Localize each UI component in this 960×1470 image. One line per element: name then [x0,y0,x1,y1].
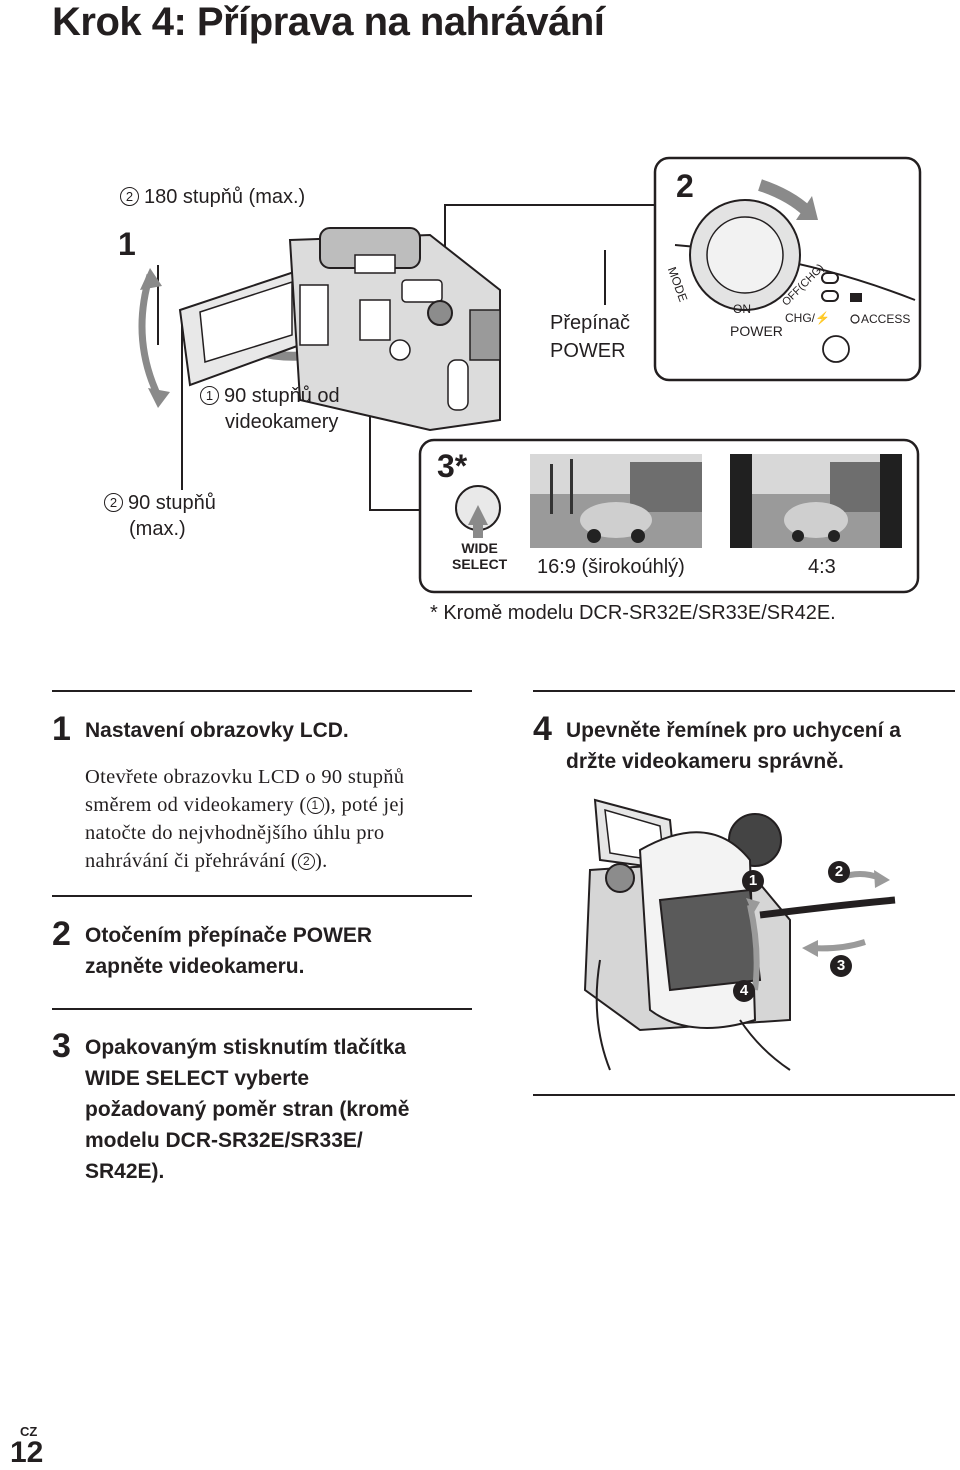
divider [52,1008,472,1010]
step-2-number: 2 [52,915,71,953]
step-4-title: Upevněte řemínek pro uchycení a držte vi… [566,715,901,777]
circled-2-icon: 2 [104,493,123,512]
wide-select-line2: SELECT [452,556,508,572]
step-1-body-line: natočte do nejvhodnějšího úhlu pro [85,822,385,844]
angle-90-max-line1: 90 stupňů [128,492,216,514]
step-4-title-line: Upevněte řemínek pro uchycení a [566,719,901,742]
page-title: Krok 4: Příprava na nahrávání [52,0,605,44]
step-2-title: Otočením přepínače POWER zapněte videoka… [85,920,372,982]
wide-select-line1: WIDE [461,540,498,556]
step-4-title-line: držte videokameru správně. [566,750,844,773]
step-1-body: Otevřete obrazovku LCD o 90 stupňů směre… [85,763,405,875]
step-4-number: 4 [533,710,552,748]
power-switch-label: Přepínač POWER [550,309,630,365]
step-3-number: 3 [52,1027,71,1065]
ratio-wide-label: 16:9 (širokoúhlý) [537,556,685,578]
hand-mark-1: 1 [742,870,764,892]
dial-access-text: ACCESS [861,312,911,326]
figure-step-3: 3* [437,448,468,484]
step-1-title: Nastavení obrazovky LCD. [85,719,349,742]
step-2-title-line: Otočením přepínače POWER [85,924,373,947]
lcd-figure: 2 180 stupňů (max.) 1 2 3* 1 90 stupňů od … [0,0,960,640]
model-footnote: * Kromě modelu DCR-SR32E/SR33E/SR42E. [430,602,836,624]
step-1-body-line: Otevřete obrazovku LCD o 90 stupňů [85,766,405,788]
hand-mark-2: 2 [828,861,850,883]
figure-step-1: 1 [118,226,136,262]
hand-strap-figure: 1 2 3 4 [560,790,940,1080]
step-1-body-line: nahrávání či přehrávání (2). [85,847,405,875]
figure-step-2: 2 [676,168,694,204]
step-1-text: ), poté jej [323,794,405,816]
ratio-43-label: 4:3 [808,556,836,578]
wide-select-button: WIDE SELECT [452,540,507,572]
step-1-number: 1 [52,710,71,748]
hand-drawing [583,798,896,1071]
angle-180-label: 2 180 stupňů (max.) [120,184,305,210]
angle-180-text: 180 stupňů (max.) [144,186,306,208]
dial-power-text: POWER [730,323,783,339]
hand-mark-4: 4 [733,980,755,1002]
dial-chg-text: CHG/⚡ [785,311,830,325]
step-1-text: ). [314,850,328,872]
divider [52,690,472,692]
widescreen-photo [530,454,702,548]
power-switch-line1: Přepínač [550,312,631,334]
dial-on-text: ON [733,302,751,316]
step-3-title: Opakovaným stisknutím tlačítka WIDE SELE… [85,1032,409,1187]
step-1-body-line: směrem od videokamery (1), poté jej [85,791,405,819]
angle-90-max-line2: (max.) [129,518,186,540]
angle-90-max-label: 2 90 stupňů (max.) [104,490,216,542]
circled-2-icon: 2 [297,853,315,870]
page-number: 12 [10,1436,44,1469]
step-3-title-line: SR42E). [85,1160,165,1183]
power-switch-line2: POWER [550,340,626,362]
standard-photo [730,454,902,548]
step-3-title-line: požadovaný poměr stran (kromě [85,1098,410,1121]
divider [533,1094,955,1096]
language-code: CZ [20,1424,38,1439]
circled-1-icon: 1 [200,386,219,405]
divider [52,895,472,897]
step-3-title-line: modelu DCR-SR32E/SR33E/ [85,1129,363,1152]
step-1-text: směrem od videokamery ( [85,794,307,816]
hand-mark-3: 3 [830,955,852,977]
angle-90-from-line1: 90 stupňů od [224,385,340,407]
step-1-text: nahrávání či přehrávání ( [85,850,298,872]
step-3-title-line: Opakovaným stisknutím tlačítka [85,1036,406,1059]
circled-2-icon: 2 [120,187,139,206]
divider [533,690,955,692]
angle-90-from-line2: videokamery [225,411,339,433]
step-2-title-line: zapněte videokameru. [85,955,305,978]
angle-90-from-label: 1 90 stupňů od videokamery [200,383,340,435]
step-3-title-line: WIDE SELECT vyberte [85,1067,310,1090]
circled-1-icon: 1 [306,797,324,814]
